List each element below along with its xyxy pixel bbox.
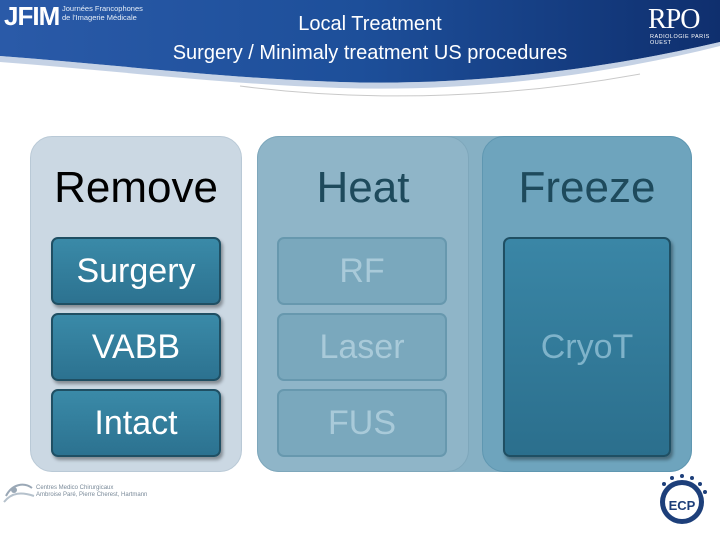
- column-title-heat: Heat: [316, 163, 410, 212]
- cmc-logo-line2: Ambroise Paré, Pierre Cherest, Hartmann: [36, 492, 148, 498]
- cmc-logo-text: Centres Medico Chirurgicaux Ambroise Par…: [36, 485, 147, 499]
- header-wave-graphic: [0, 0, 720, 97]
- item-intact: Intact: [51, 389, 221, 457]
- column-title-freeze: Freeze: [518, 163, 656, 212]
- ecp-logo-mark: ECP: [669, 498, 696, 513]
- column-remove: Remove Surgery VABB Intact: [30, 136, 242, 472]
- cmc-logo: Centres Medico Chirurgicaux Ambroise Par…: [2, 476, 162, 510]
- rpo-logo-text: RADIOLOGIE PARIS OUEST: [650, 34, 710, 46]
- item-surgery: Surgery: [51, 237, 221, 305]
- ecp-logo: ECP: [652, 470, 712, 530]
- item-fus: FUS: [277, 389, 447, 457]
- cmc-logo-line1: Centres Medico Chirurgicaux: [36, 485, 114, 491]
- item-laser: Laser: [277, 313, 447, 381]
- item-vabb: VABB: [51, 313, 221, 381]
- jfim-logo: JFIM Journées Francophones de l'Imagerie…: [4, 1, 154, 32]
- item-cryot: CryoT: [503, 237, 671, 457]
- jfim-logo-line1: Journées Francophones: [62, 4, 143, 13]
- slide-title-line2: Surgery / Minimaly treatment US procedur…: [172, 42, 568, 64]
- cmc-logo-icon: [3, 483, 35, 503]
- slide-header: Local Treatment Surgery / Minimaly treat…: [0, 0, 720, 120]
- slide-title-line1: Local Treatment: [298, 13, 442, 35]
- column-heat: Heat RF Laser FUS: [257, 136, 469, 472]
- rpo-logo: RPO RADIOLOGIE PARIS OUEST: [640, 4, 716, 46]
- rpo-logo-mark: RPO: [648, 4, 700, 35]
- jfim-logo-line2: de l'Imagerie Médicale: [62, 13, 137, 22]
- item-rf: RF: [277, 237, 447, 305]
- jfim-logo-mark: JFIM: [4, 1, 60, 31]
- column-freeze: Freeze CryoT: [482, 136, 692, 472]
- column-title-remove: Remove: [54, 163, 218, 212]
- ecp-logo-icon: ECP: [660, 474, 707, 524]
